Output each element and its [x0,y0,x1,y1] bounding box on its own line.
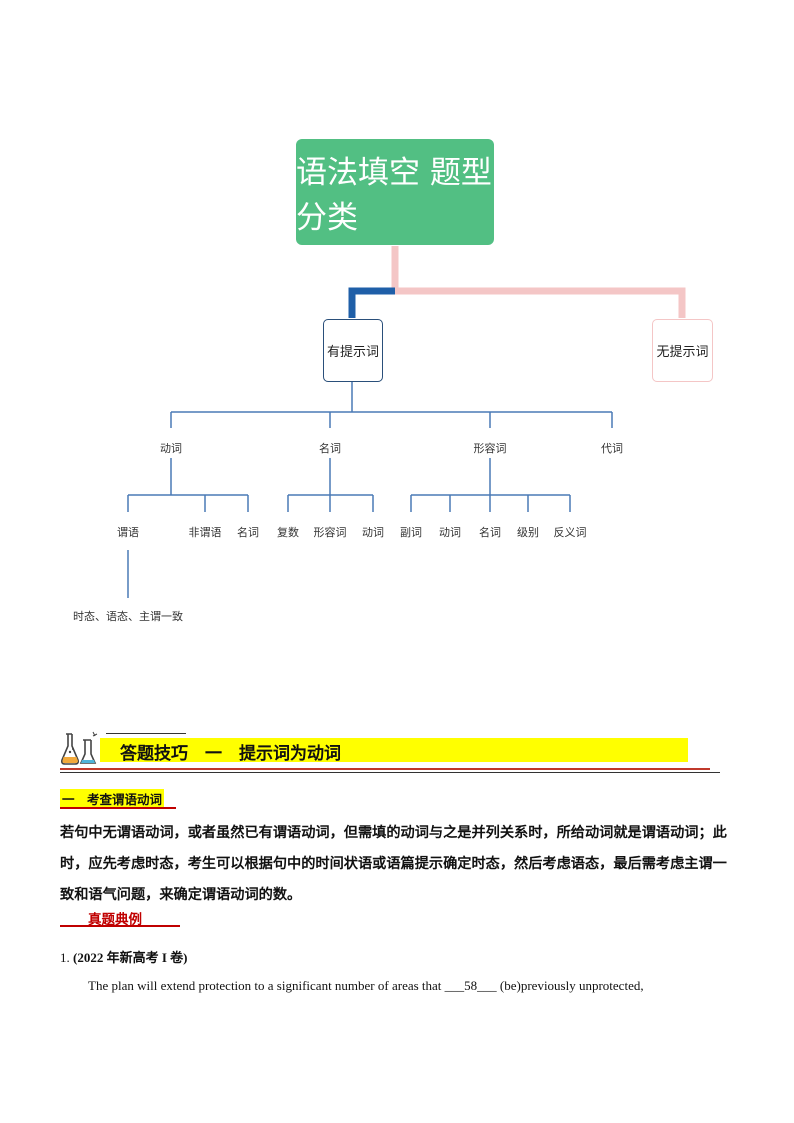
predicate-detail: 时态、语态、主谓一致 [73,610,183,623]
verb-child-predicate: 谓语 [117,526,139,539]
example-label-underline [60,925,180,927]
question-source: (2022 年新高考 I 卷) [73,950,188,965]
verb-child-noun: 名词 [237,526,259,539]
question-sentence: The plan will extend protection to a sig… [88,978,644,993]
adj-child-degree: 级别 [517,526,539,539]
mindmap-branch-no-hint: 无提示词 [652,319,713,382]
question-header: 1. (2022 年新高考 I 卷) [60,947,187,966]
banner-highlight [100,738,688,762]
adj-child-adverb: 副词 [400,526,422,539]
noun-child-plural: 复数 [277,526,299,539]
adj-child-antonym: 反义词 [553,526,587,539]
banner-underline-dark [60,772,720,773]
category-adjective: 形容词 [473,442,507,455]
connector-root-blue [348,287,395,318]
banner-title: 答题技巧 一 提示词为动词 [120,744,341,764]
connector-verb [127,458,249,512]
verb-child-nonpredicate: 非谓语 [188,526,222,539]
connector-categories [170,381,613,428]
connector-root-pink [391,246,686,318]
noun-child-verb: 动词 [362,526,384,539]
category-pronoun: 代词 [601,442,623,455]
mindmap-connectors [127,246,686,598]
section-label-underline [60,807,176,809]
adj-child-noun: 名词 [479,526,501,539]
section-label: 一 考查谓语动词 [60,789,165,807]
section-paragraph: 若句中无谓语动词，或者虽然已有谓语动词，但需填的动词与之是并列关系时，所给动词就… [60,825,727,903]
mindmap-branch-with-hint: 有提示词 [323,319,383,382]
question-number: 1. [60,950,70,965]
lab-flask-icon [61,731,98,765]
example-label: 真题典例 [88,912,142,928]
category-noun: 名词 [319,442,341,455]
adj-child-verb: 动词 [439,526,461,539]
category-verb: 动词 [160,442,182,455]
banner-top-rule [106,733,186,734]
connector-noun [287,458,374,512]
connector-adj [410,458,571,512]
noun-child-adjective: 形容词 [313,526,347,539]
mindmap-root: 语法填空 题型分类 [296,139,494,245]
banner-underline-red [60,768,710,770]
